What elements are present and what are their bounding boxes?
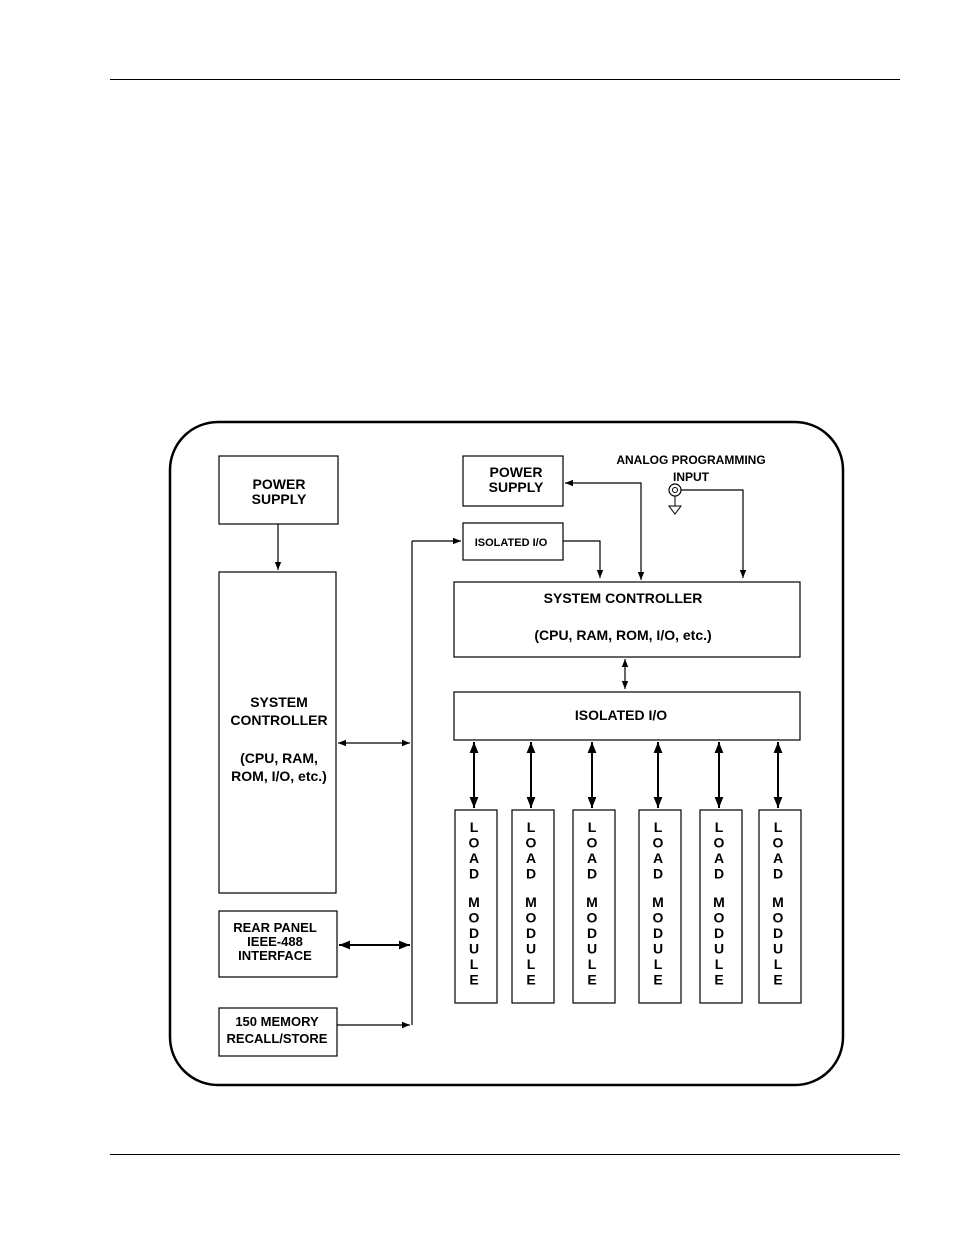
right-power-supply-box: POWER SUPPLY [462,455,564,507]
rear-panel-interface-box: REAR PANEL IEEE-488 INTERFACE [218,910,338,978]
arrow-analog-input-to-controller [681,489,747,578]
ground-symbol-icon [668,496,682,515]
load-module-box [699,809,743,1004]
right-controller-line2: (CPU, RAM, ROM, I/O, etc.) [534,627,711,643]
left-controller-line4: ROM, I/O, etc.) [231,768,327,784]
right-system-controller-box: SYSTEM CONTROLLER (CPU, RAM, ROM, I/O, e… [453,581,801,658]
memory-line2: RECALL/STORE [227,1031,328,1046]
isolated-io-label: ISOLATED I/O [575,707,667,723]
right-power-supply-line1: POWER [490,464,543,480]
analog-input-connector-icon [668,483,682,497]
header-rule [110,79,900,80]
small-isolated-io-box: ISOLATED I/O [462,522,564,561]
left-power-supply-box: POWER SUPPLY [218,455,339,525]
right-controller-line1: SYSTEM CONTROLLER [544,590,703,606]
arrow-isolated-io-to-controller [563,540,604,578]
load-module-box [758,809,802,1004]
load-module-box [638,809,682,1004]
left-power-supply-line1: POWER [253,476,306,492]
rear-panel-line2: IEEE-488 [247,934,303,949]
left-controller-line3: (CPU, RAM, [240,750,318,766]
right-power-supply-line2: SUPPLY [489,479,544,495]
isolated-io-box: ISOLATED I/O [453,691,801,741]
left-controller-line2: CONTROLLER [230,712,327,728]
memory-recall-store-box: 150 MEMORY RECALL/STORE [218,1007,338,1057]
analog-programming-label-line1: ANALOG PROGRAMMING [616,453,765,467]
memory-line1: 150 MEMORY [235,1014,319,1029]
left-controller-line1: SYSTEM [250,694,308,710]
left-power-supply-line2: SUPPLY [252,491,307,507]
rear-panel-line1: REAR PANEL [233,920,317,935]
rear-panel-line3: INTERFACE [238,948,312,963]
analog-programming-label-line2: INPUT [673,470,710,484]
arrow-power-supply-to-controller [565,479,645,580]
load-module-box [572,809,616,1004]
load-module-box [511,809,555,1004]
footer-rule [110,1154,900,1155]
left-system-controller-box: SYSTEM CONTROLLER (CPU, RAM, ROM, I/O, e… [218,571,337,894]
load-module-box [454,809,498,1004]
small-isolated-io-label: ISOLATED I/O [475,537,548,549]
